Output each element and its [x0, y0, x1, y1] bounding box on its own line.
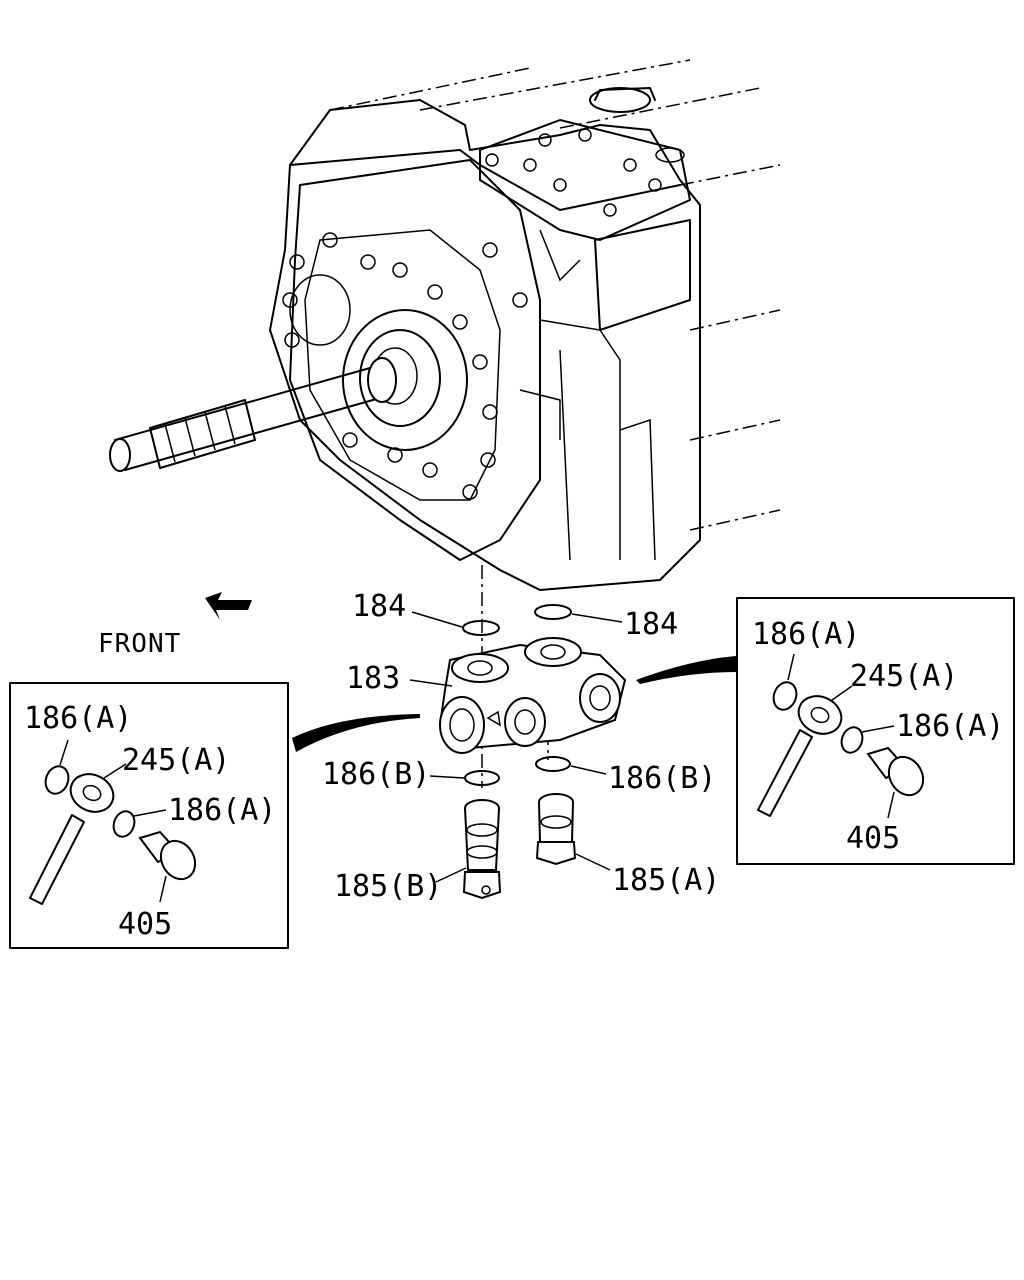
label-184-left: 184	[352, 589, 406, 624]
inset-right-washer-bottom	[840, 726, 864, 754]
transmission-housing	[269, 59, 781, 591]
front-label: FRONT	[98, 629, 181, 659]
callout-swoosh-right	[636, 656, 736, 684]
inset-left-label-245a: 245(A)	[122, 743, 230, 778]
right-detail-inset: 186(A) 245(A) 186(A) 405	[736, 597, 1015, 865]
inset-left-label-186a-bottom: 186(A)	[168, 793, 276, 828]
inset-left-label-405: 405	[118, 907, 172, 942]
bolt-185b	[462, 799, 502, 900]
label-185b: 185(B)	[334, 869, 442, 904]
washer-184-right	[534, 604, 572, 620]
inset-right-label-186a-bottom: 186(A)	[896, 709, 1004, 744]
label-184-right: 184	[624, 607, 678, 642]
bolt-185a	[535, 793, 577, 866]
left-detail-inset: 186(A) 245(A) 186(A) 405	[9, 682, 289, 949]
inset-right-label-245a: 245(A)	[850, 659, 958, 694]
inset-right-eye-fitting	[757, 695, 843, 817]
callout-swoosh-left	[292, 714, 420, 752]
washer-186b-right	[535, 756, 571, 772]
label-183: 183	[346, 661, 400, 696]
washer-186b-left	[464, 770, 500, 786]
inset-right-label-405: 405	[846, 821, 900, 856]
inset-right-label-186a-top: 186(A)	[752, 617, 860, 652]
input-shaft	[109, 357, 397, 472]
inset-left-washer-bottom	[112, 810, 136, 838]
label-186b-right: 186(B)	[608, 761, 716, 796]
inset-left-eye-fitting	[29, 773, 115, 905]
inset-right-eye-bolt	[866, 746, 925, 797]
front-arrow-icon	[205, 592, 252, 620]
flange-bolts	[282, 128, 662, 500]
label-185a: 185(A)	[612, 863, 720, 898]
front-direction-indicator: FRONT	[98, 592, 252, 659]
label-186b-left: 186(B)	[322, 757, 430, 792]
center-assembly: 184 184 183 186(B)	[292, 565, 736, 904]
inset-left-eye-bolt	[138, 830, 197, 881]
distribution-block-183	[438, 637, 627, 754]
inset-left-washer-top	[44, 765, 70, 795]
inset-left-label-186a-top: 186(A)	[24, 701, 132, 736]
inset-right-washer-top	[772, 681, 798, 711]
washer-184-left	[462, 620, 500, 636]
